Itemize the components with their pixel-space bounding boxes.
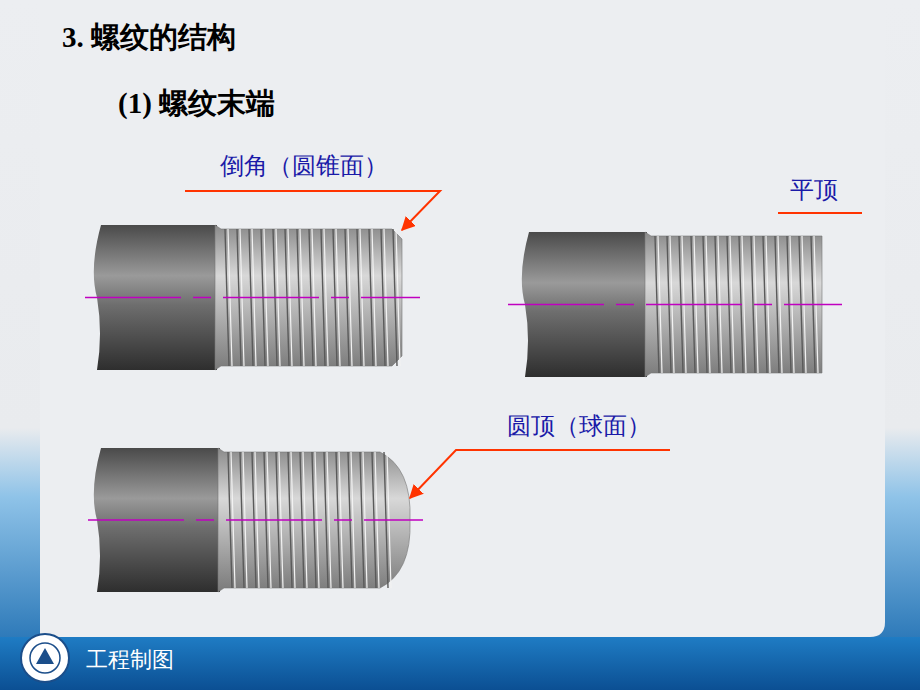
center-line: [508, 304, 842, 305]
section-heading: (1) 螺纹末端: [118, 86, 275, 121]
callout-label: 倒角（圆锥面）: [220, 152, 388, 181]
footer-bar: [0, 637, 920, 690]
center-line: [85, 297, 420, 298]
leader-line: [185, 191, 440, 230]
slide-title: 3. 螺纹的结构: [62, 20, 236, 55]
leader-line: [410, 450, 670, 498]
center-line: [88, 519, 423, 520]
content-panel: [40, 0, 885, 637]
callout-label: 平顶: [790, 176, 838, 205]
footer-title: 工程制图: [86, 647, 174, 673]
leader-line: [778, 212, 862, 214]
callout-label: 圆顶（球面）: [507, 412, 651, 441]
university-seal: [21, 634, 69, 682]
